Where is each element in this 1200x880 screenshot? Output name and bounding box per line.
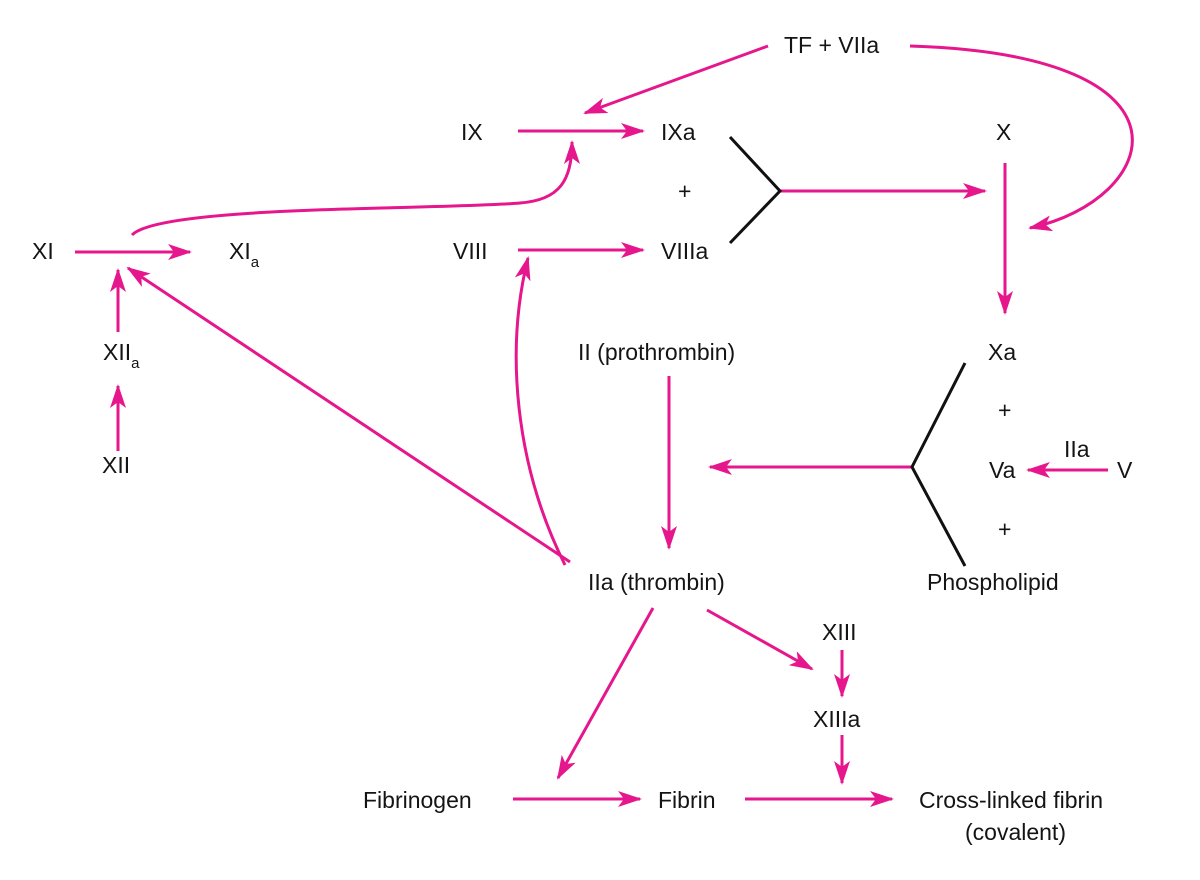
arrow-tfviia-to-ix bbox=[583, 44, 769, 115]
label-plus-xa-va: + bbox=[998, 397, 1011, 423]
label-viii: VIII bbox=[453, 238, 488, 264]
label-iia-small: IIa bbox=[1064, 436, 1090, 462]
arrow-xi-to-ix-activation bbox=[130, 140, 580, 237]
label-v: V bbox=[1117, 457, 1133, 483]
factor-labels: TF + VIIa IX IXa + X XI XIa VIII VIIIa X… bbox=[32, 32, 1133, 845]
label-covalent: (covalent) bbox=[965, 819, 1066, 845]
arrow-thrombin-to-fibrinogen bbox=[556, 607, 655, 780]
arrow-thrombin-to-xi bbox=[126, 266, 571, 564]
label-tf-viia: TF + VIIa bbox=[784, 32, 879, 58]
label-plus-tenase: + bbox=[678, 178, 691, 204]
label-xiia: XIIa bbox=[103, 339, 140, 372]
label-ix: IX bbox=[461, 119, 483, 145]
label-prothrombin: II (prothrombin) bbox=[578, 339, 735, 365]
reaction-arrows bbox=[75, 44, 1134, 807]
label-crosslinked-fibrin: Cross-linked fibrin bbox=[919, 787, 1103, 813]
arrow-thrombin-to-viii bbox=[514, 256, 567, 566]
label-xia: XIa bbox=[229, 238, 260, 271]
prothrombinase-complex-bracket bbox=[910, 362, 967, 567]
label-xa: Xa bbox=[988, 339, 1016, 365]
label-viiia: VIIIa bbox=[661, 238, 709, 264]
label-va: Va bbox=[989, 457, 1016, 483]
label-x: X bbox=[996, 119, 1011, 145]
label-thrombin: IIa (thrombin) bbox=[588, 569, 725, 595]
complex-brackets bbox=[728, 135, 967, 567]
arrow-tfviia-to-x bbox=[909, 44, 1134, 232]
label-xiii: XIII bbox=[822, 619, 857, 645]
label-phospholipid: Phospholipid bbox=[927, 569, 1059, 595]
arrow-thrombin-to-xiii bbox=[706, 608, 814, 671]
label-fibrin: Fibrin bbox=[658, 787, 716, 813]
label-xi: XI bbox=[32, 238, 54, 264]
label-xiiia: XIIIa bbox=[813, 706, 861, 732]
label-xii: XII bbox=[102, 452, 130, 478]
label-fibrinogen: Fibrinogen bbox=[363, 787, 472, 813]
label-plus-va-phospholipid: + bbox=[998, 516, 1011, 542]
tenase-complex-bracket bbox=[728, 135, 783, 245]
label-ixa: IXa bbox=[661, 119, 696, 145]
